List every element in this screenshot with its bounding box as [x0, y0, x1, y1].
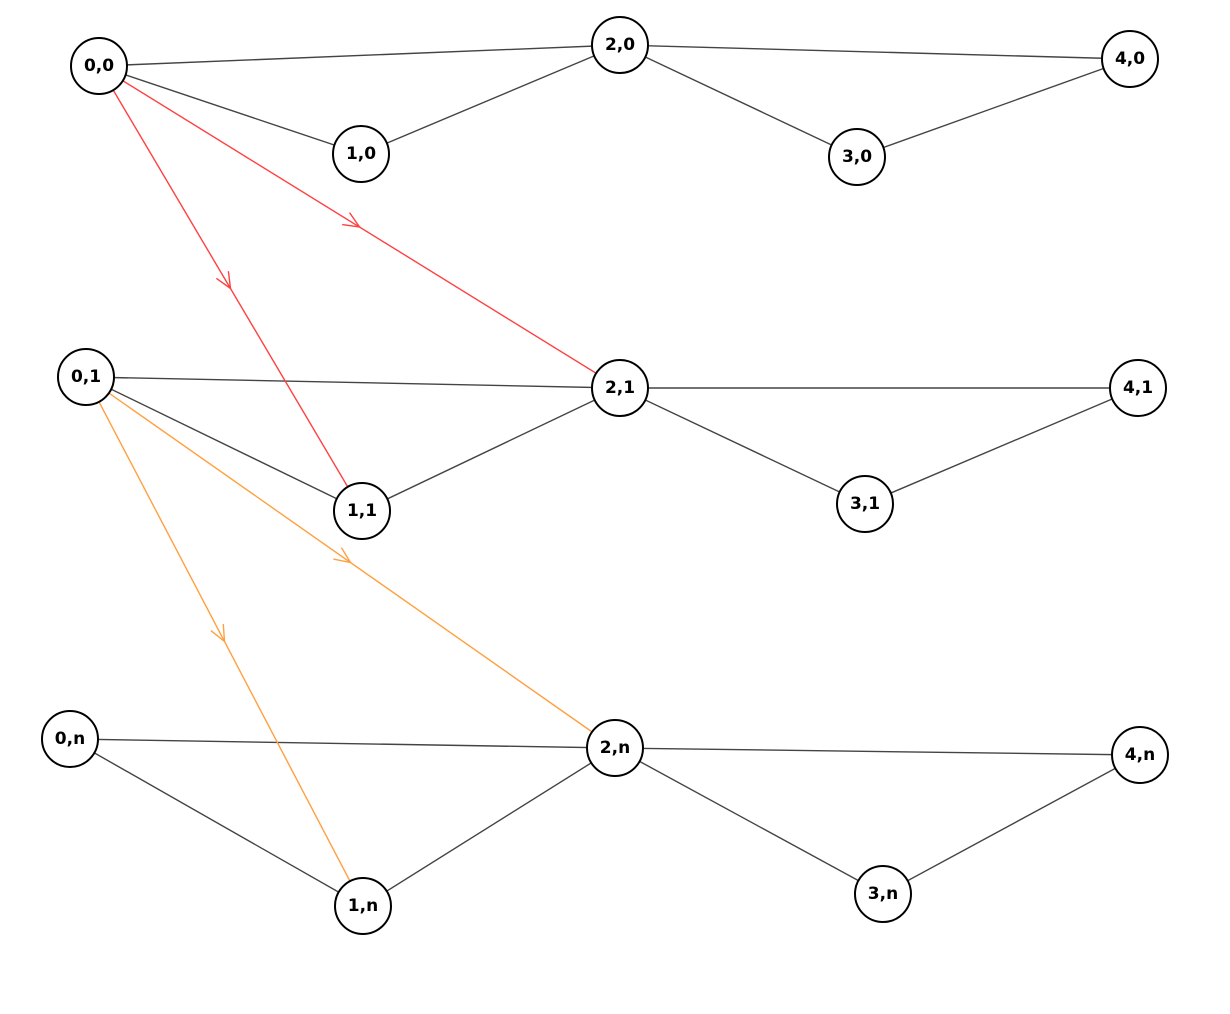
node-circle [854, 865, 912, 923]
node-label: 1,1 [347, 501, 377, 521]
node-circle [332, 125, 390, 183]
node-label: 3,0 [842, 147, 872, 167]
node-0-1: 0,1 [57, 348, 115, 406]
node-3-0: 3,0 [828, 128, 886, 186]
node-label: 3,n [868, 884, 898, 904]
node-circle [1109, 359, 1167, 417]
edge-3-n-to-4-n [882, 754, 1141, 895]
edge-3-1-to-4-1 [864, 387, 1139, 505]
node-circle [836, 475, 894, 533]
node-4-0: 4,0 [1101, 30, 1159, 88]
node-label: 0,0 [84, 56, 114, 76]
node-circle [591, 359, 649, 417]
node-2-1: 2,1 [591, 359, 649, 417]
node-circle [334, 877, 392, 935]
node-label: 2,1 [605, 378, 635, 398]
edge-3-0-to-4-0 [856, 58, 1131, 158]
edge-1-n-to-2-n [362, 747, 616, 907]
node-label: 4,1 [1123, 378, 1153, 398]
edge-2-n-to-4-n [614, 747, 1141, 756]
edge-0-n-to-2-n [69, 738, 616, 749]
node-2-0: 2,0 [591, 16, 649, 74]
node-label: 1,n [348, 896, 378, 916]
node-label: 0,1 [71, 367, 101, 387]
node-circle [57, 348, 115, 406]
node-label: 1,0 [346, 144, 376, 164]
edge-1-0-to-2-0 [360, 44, 621, 155]
edge-2-0-to-3-0 [619, 44, 858, 158]
edge-1-1-to-2-1 [361, 387, 621, 512]
arrowhead-0-1-to-1-n [210, 624, 226, 644]
edge-0-0-to-2-0 [98, 44, 621, 67]
node-1-n: 1,n [334, 877, 392, 935]
edge-0-n-to-1-n [69, 738, 364, 907]
edge-0-1-to-1-1 [85, 376, 363, 512]
node-circle [1101, 30, 1159, 88]
node-label: 4,n [1125, 745, 1155, 765]
edge-0-1-to-2-1 [85, 376, 621, 389]
node-3-n: 3,n [854, 865, 912, 923]
node-4-n: 4,n [1111, 726, 1169, 784]
edge-2-0-to-4-0 [619, 44, 1131, 60]
node-0-n: 0,n [41, 710, 99, 768]
node-circle [591, 16, 649, 74]
node-label: 4,0 [1115, 49, 1145, 69]
node-1-1: 1,1 [333, 482, 391, 540]
node-circle [70, 37, 128, 95]
node-label: 0,n [55, 729, 85, 749]
node-label: 2,n [600, 738, 630, 758]
arrowhead-0-1-to-2-n [333, 547, 352, 564]
nodes-layer: 0,0 1,0 2,0 3,0 4,0 0,1 1,1 2,1 3,1 4,1 0,n 1,n 2,n 3… [41, 16, 1169, 935]
edges-layer [69, 44, 1141, 907]
node-1-0: 1,0 [332, 125, 390, 183]
node-label: 2,0 [605, 35, 635, 55]
node-3-1: 3,1 [836, 475, 894, 533]
edge-2-1-to-3-1 [619, 387, 866, 505]
node-2-n: 2,n [586, 719, 644, 777]
node-0-0: 0,0 [70, 37, 128, 95]
edge-0-0-to-1-0 [98, 65, 362, 155]
node-label: 3,1 [850, 494, 880, 514]
arrowheads-layer [210, 212, 361, 644]
node-4-1: 4,1 [1109, 359, 1167, 417]
node-circle [586, 719, 644, 777]
arrowhead-0-0-to-1-1 [215, 271, 232, 291]
node-circle [41, 710, 99, 768]
arrowhead-0-0-to-2-1 [342, 212, 361, 228]
edge-2-n-to-3-n [614, 747, 884, 895]
node-circle [828, 128, 886, 186]
node-circle [333, 482, 391, 540]
node-circle [1111, 726, 1169, 784]
